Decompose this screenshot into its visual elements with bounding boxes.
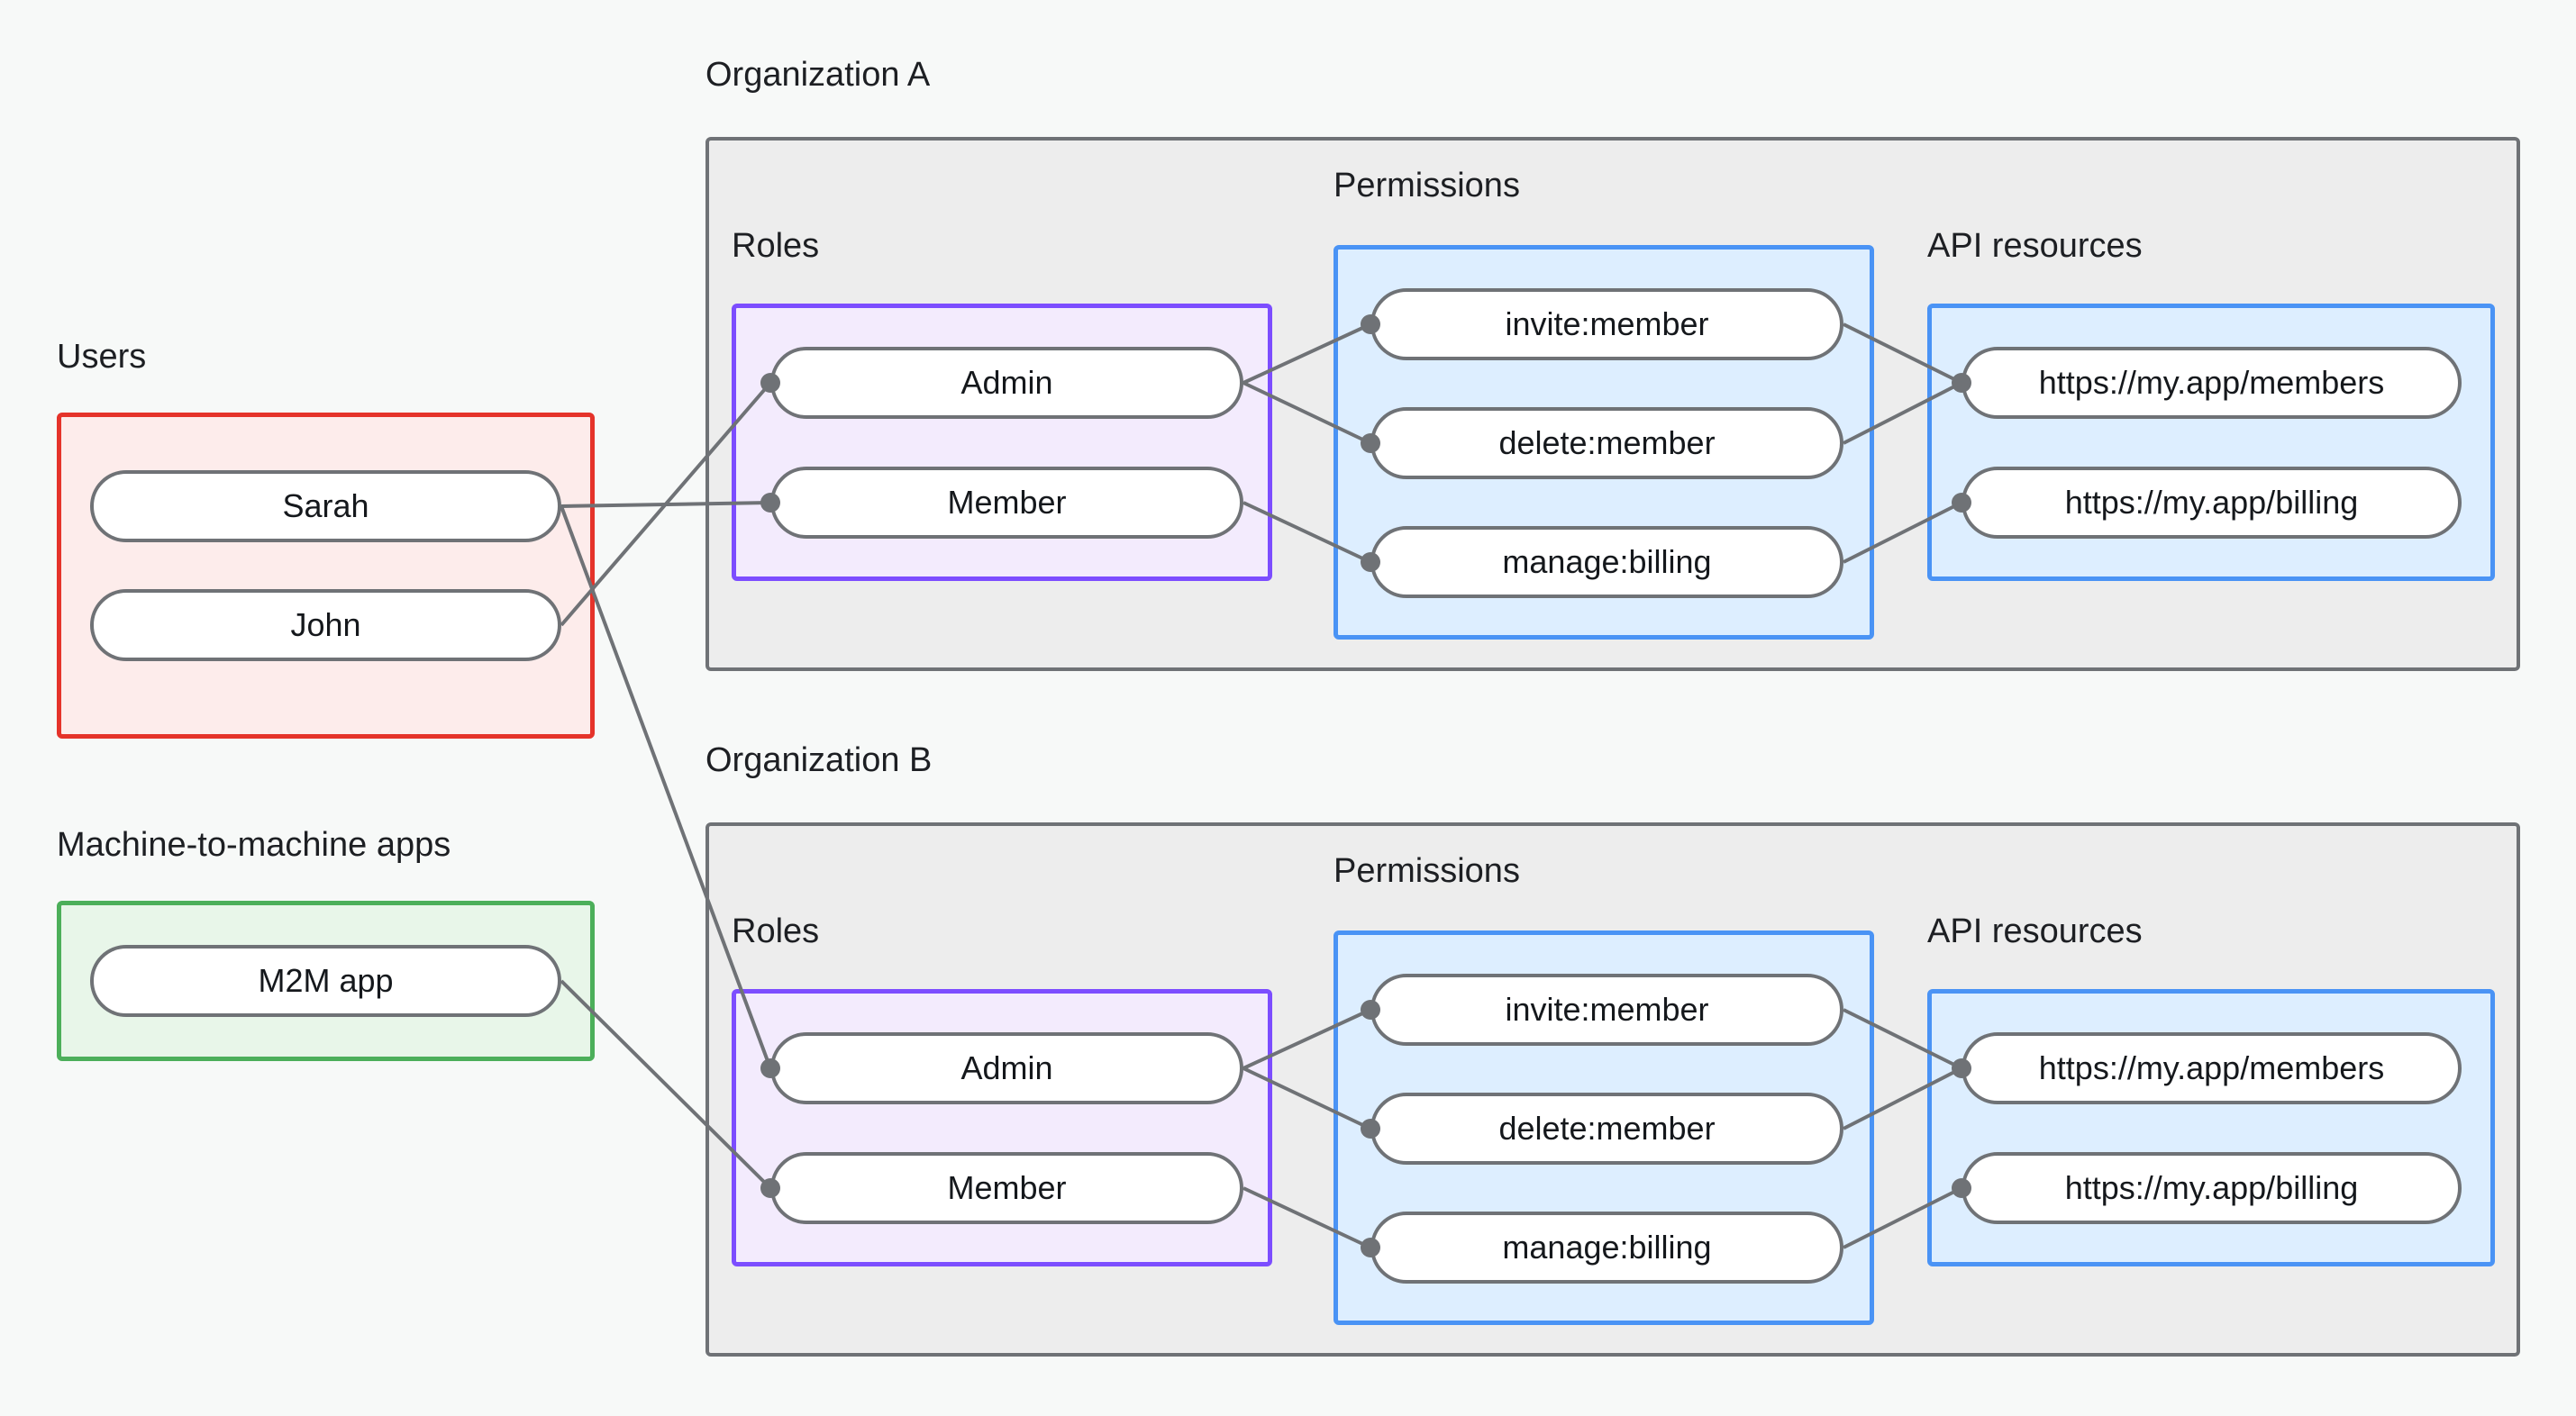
org-a-permission-delete-member[interactable]: delete:member [1370,407,1843,479]
org-a-api-resource-members[interactable]: https://my.app/members [1962,347,2462,419]
m2m-node-app[interactable]: M2M app [90,945,561,1017]
org-b-permissions-title: Permissions [1334,852,1520,890]
org-b-role-admin[interactable]: Admin [770,1032,1243,1104]
m2m-group-title: Machine-to-machine apps [57,826,451,864]
users-box [57,413,595,739]
org-b-permission-delete-member[interactable]: delete:member [1370,1093,1843,1165]
org-a-api-resources-title: API resources [1927,227,2143,265]
org-a-roles-title: Roles [732,227,820,265]
org-b-api-resource-members[interactable]: https://my.app/members [1962,1032,2462,1104]
org-b-api-resources-box [1927,989,2495,1266]
org-a-role-admin[interactable]: Admin [770,347,1243,419]
user-node-john[interactable]: John [90,589,561,661]
org-a-roles-box [732,304,1272,581]
org-a-permission-manage-billing[interactable]: manage:billing [1370,526,1843,598]
org-b-permission-manage-billing[interactable]: manage:billing [1370,1212,1843,1284]
org-a-permissions-title: Permissions [1334,167,1520,204]
org-a-role-member[interactable]: Member [770,467,1243,539]
org-b-roles-box [732,989,1272,1266]
org-b-title: Organization B [705,741,933,779]
org-b-api-resource-billing[interactable]: https://my.app/billing [1962,1152,2462,1224]
org-b-api-resources-title: API resources [1927,912,2143,950]
org-a-api-resources-box [1927,304,2495,581]
org-a-api-resource-billing[interactable]: https://my.app/billing [1962,467,2462,539]
org-a-permission-invite-member[interactable]: invite:member [1370,288,1843,360]
org-b-roles-title: Roles [732,912,820,950]
users-group-title: Users [57,338,147,376]
org-a-title: Organization A [705,56,931,94]
org-b-role-member[interactable]: Member [770,1152,1243,1224]
user-node-sarah[interactable]: Sarah [90,470,561,542]
org-b-permission-invite-member[interactable]: invite:member [1370,974,1843,1046]
